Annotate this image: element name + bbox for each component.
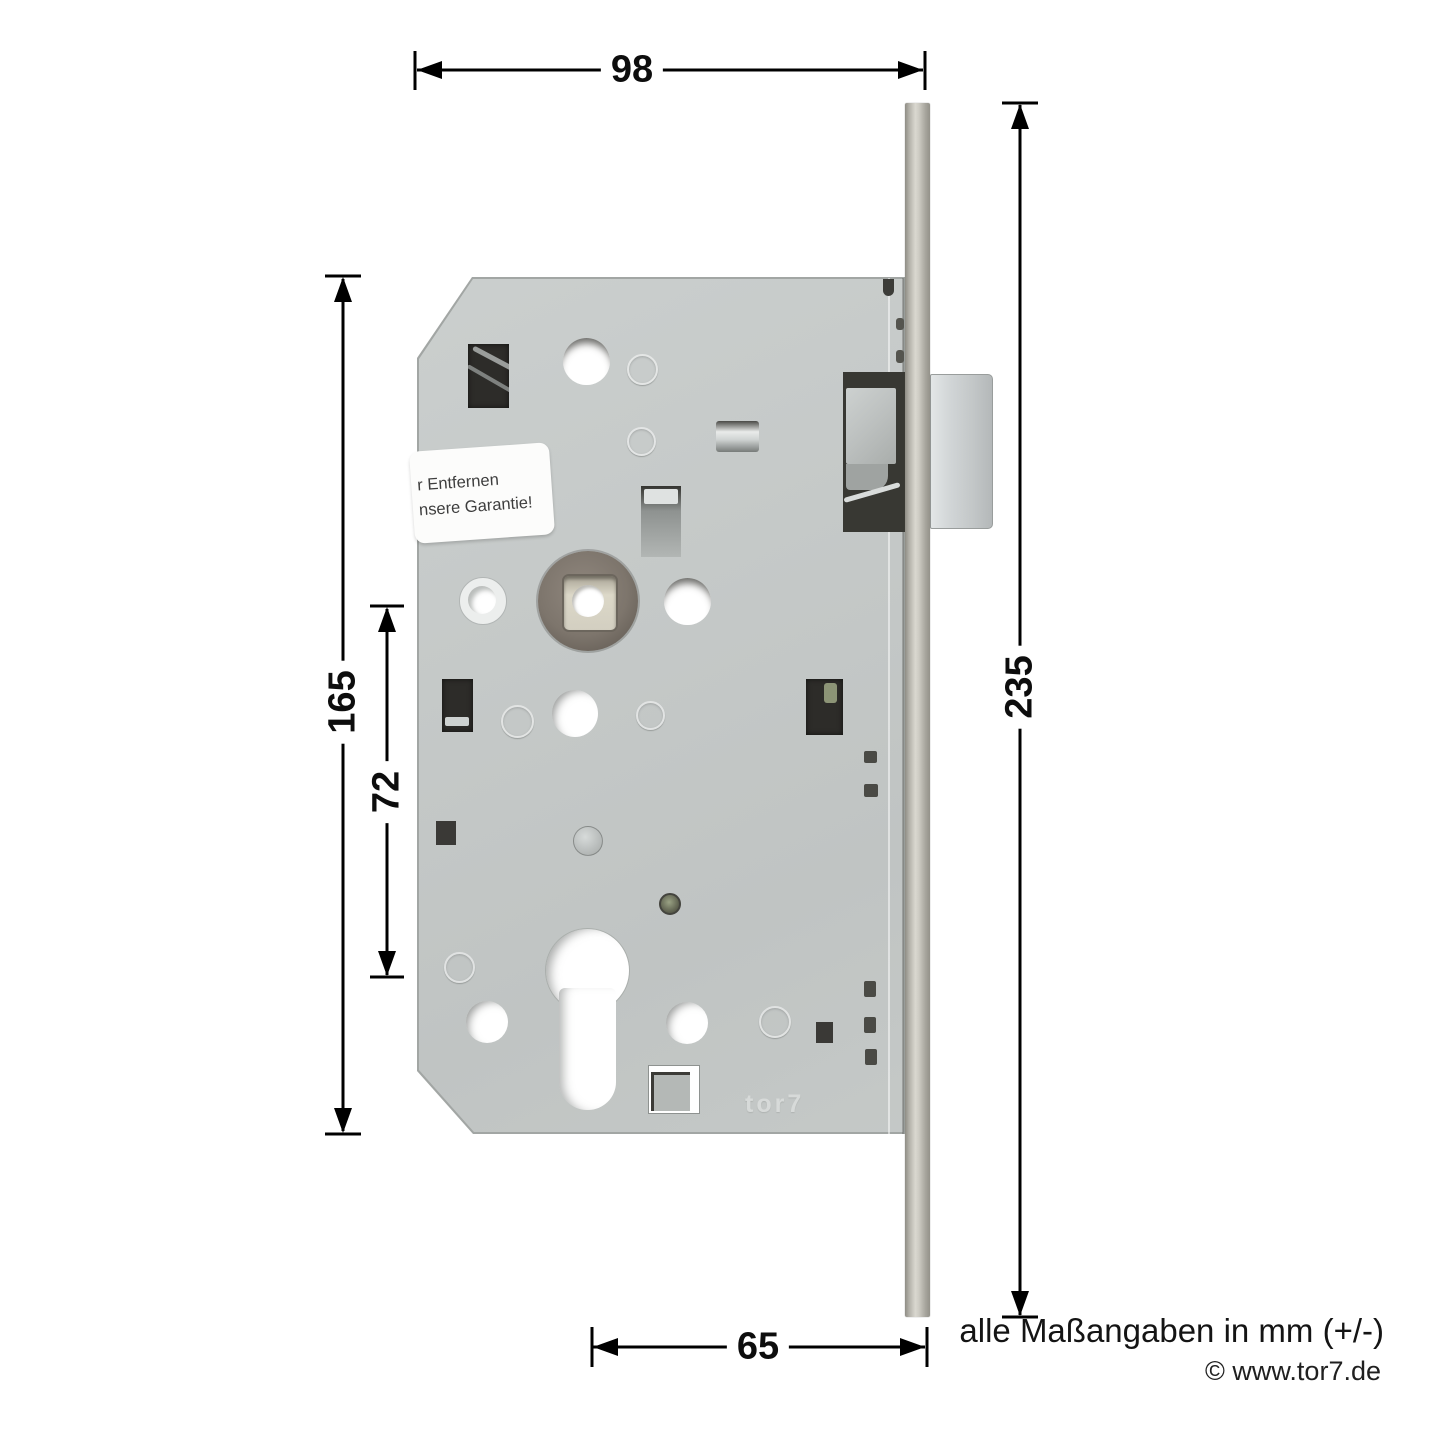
latch-cavity bbox=[843, 372, 905, 532]
faceplate bbox=[905, 103, 930, 1317]
stamp-mark bbox=[501, 705, 534, 738]
dim-65-value: 65 bbox=[726, 1323, 790, 1371]
edge-notch bbox=[896, 350, 904, 363]
euro-cylinder-hole-stem bbox=[559, 988, 616, 1110]
dim-72-value: 72 bbox=[363, 760, 411, 824]
bottom-square-hole bbox=[649, 1066, 699, 1113]
edge-notch bbox=[883, 279, 894, 296]
mechanism-window-left bbox=[442, 679, 473, 732]
top-round-hole bbox=[563, 338, 610, 385]
square-cutout-right bbox=[816, 1022, 833, 1043]
stamped-slot bbox=[641, 486, 681, 557]
pin-slot bbox=[716, 421, 759, 452]
follower-center-hole bbox=[572, 585, 604, 617]
handle-side-hole bbox=[664, 578, 711, 625]
dim-165-value: 165 bbox=[319, 660, 367, 744]
copyright: © www.tor7.de bbox=[1205, 1356, 1381, 1386]
dim-98-value: 98 bbox=[600, 46, 664, 94]
spring-window bbox=[468, 344, 509, 408]
bottom-left-hole bbox=[466, 1001, 508, 1043]
square-cutout-left bbox=[436, 821, 456, 845]
edge-pin bbox=[864, 981, 876, 997]
edge-pin bbox=[865, 1049, 877, 1065]
guide-bushing-hole bbox=[459, 577, 507, 625]
edge-pin bbox=[864, 1017, 876, 1033]
mechanism-window-right bbox=[806, 679, 843, 735]
window-spring bbox=[824, 683, 837, 703]
slot-tab bbox=[644, 489, 678, 504]
rivet-dark bbox=[659, 893, 681, 915]
case-fold-shadow bbox=[902, 278, 904, 1134]
edge-notch bbox=[896, 318, 904, 330]
units-note: alle Maßangaben in mm (+/-) bbox=[959, 1312, 1384, 1349]
stamp-mark bbox=[444, 952, 475, 983]
window-pin bbox=[445, 717, 469, 726]
bushing-inner-hole bbox=[468, 586, 496, 614]
latch-head bbox=[846, 388, 896, 464]
brand-watermark: tor7 bbox=[745, 1090, 805, 1118]
rivet bbox=[573, 826, 603, 856]
stamp-mark bbox=[636, 701, 665, 730]
bottom-right-hole bbox=[666, 1002, 708, 1044]
stamp-mark bbox=[627, 427, 656, 456]
stamp-mark bbox=[627, 354, 658, 385]
case-fold-highlight bbox=[888, 278, 890, 1134]
latch-bolt bbox=[930, 374, 993, 529]
mid-round-hole bbox=[552, 690, 598, 737]
dim-98-line bbox=[413, 51, 927, 90]
dim-235-value: 235 bbox=[996, 645, 1044, 729]
edge-pin bbox=[864, 784, 878, 797]
square-hole-tab bbox=[651, 1072, 690, 1111]
latch-hook bbox=[846, 464, 888, 490]
stamp-mark bbox=[759, 1006, 791, 1038]
edge-pin bbox=[864, 751, 877, 763]
